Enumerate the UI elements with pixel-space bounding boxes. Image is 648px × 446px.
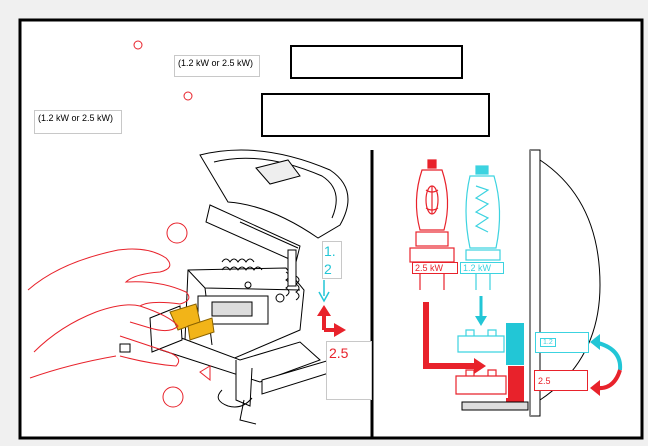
lamp-2-5kw xyxy=(409,159,455,290)
lamp-2-5kw-label: 2.5 kW xyxy=(412,262,458,274)
socket-bar-cyan xyxy=(506,323,524,365)
socket-base xyxy=(461,401,529,411)
step-1-label: 1. xyxy=(324,243,336,259)
swap-arrow-head-red xyxy=(590,380,600,396)
socket-2-5kw xyxy=(455,369,507,395)
note-label-top: (1.2 kW or 2.5 kW) xyxy=(174,55,260,77)
arrow-up-head xyxy=(317,305,331,316)
header-box-top xyxy=(290,45,463,79)
arrow-right-head xyxy=(334,323,346,337)
arrow-bent-red xyxy=(423,302,476,369)
red-value-label: 2.5 xyxy=(329,345,349,361)
value-label-box: 2.5 xyxy=(326,341,372,400)
socket-1-2kw-label: 1.2 xyxy=(535,332,589,353)
callout-circle xyxy=(162,386,184,408)
socket-2-5kw-label: 2.5 xyxy=(534,370,588,391)
callout-circle xyxy=(166,222,188,244)
socket-1-2kw xyxy=(457,329,505,353)
lamp-2-5kw-text: 2.5 kW xyxy=(415,263,444,273)
fixture-illustration xyxy=(119,149,349,425)
hand-outline xyxy=(27,248,211,382)
socket-bar-red xyxy=(506,366,524,410)
socket-2-5kw-text: 2.5 xyxy=(538,376,551,386)
callout-circle xyxy=(133,40,143,50)
note-label-left: (1.2 kW or 2.5 kW) xyxy=(34,110,122,134)
lamp-1-2kw-text: 1.2 kW xyxy=(463,263,492,273)
socket-1-2kw-text: 1.2 xyxy=(540,338,556,347)
note-label-left-text: (1.2 kW or 2.5 kW) xyxy=(38,113,114,123)
step-label-box: 1. 2 xyxy=(322,241,342,279)
header-box-wide xyxy=(261,93,490,137)
arrow-down-icon xyxy=(318,280,330,303)
arrow-down-head xyxy=(475,316,487,326)
step-2-label: 2 xyxy=(324,261,332,277)
lamp-1-2kw xyxy=(465,165,501,290)
lamp-1-2kw-label: 1.2 kW xyxy=(460,262,504,274)
swap-arrow-head-cyan xyxy=(590,334,600,350)
note-label-top-text: (1.2 kW or 2.5 kW) xyxy=(178,58,254,68)
arrow-bent-head xyxy=(474,358,486,374)
callout-circle xyxy=(183,91,193,101)
